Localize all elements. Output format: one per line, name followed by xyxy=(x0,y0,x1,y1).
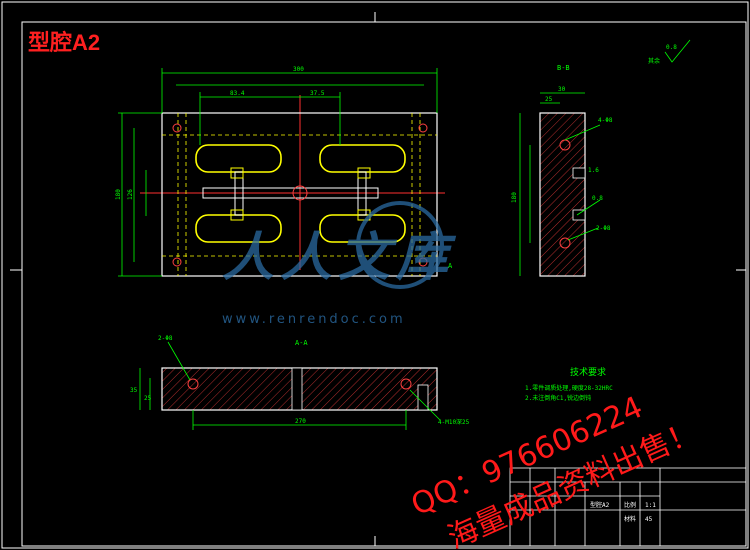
watermark-logo: 人人文库 xyxy=(222,201,457,289)
title-block xyxy=(509,467,747,547)
watermark-site: www.renrendoc.com xyxy=(222,312,406,327)
roughness-2: 0.8 xyxy=(592,195,603,202)
dim-overall-width: 300 xyxy=(293,66,304,73)
dim-side-height: 180 xyxy=(511,192,518,203)
tech-req-line-2: 2.未注倒角C1,锐边倒钝 xyxy=(525,394,591,402)
title-block-text: 型腔A2 比例 1:1 材料 45 xyxy=(590,501,656,523)
plan-view: 300 83.4 37.5 180 126 A xyxy=(115,66,453,277)
note-bore-2: 4-M10深25 xyxy=(438,418,470,426)
dim-bottom-inner: 25 xyxy=(144,395,152,402)
svg-text:材料: 材料 xyxy=(624,515,636,523)
side-view: B-B 30 25 180 4-Φ8 1.6 0.8 2-Φ8 xyxy=(511,64,613,277)
note-runner: 2-Φ8 xyxy=(596,225,611,232)
dim-cavity-span: 83.4 xyxy=(230,90,245,97)
dim-height-main: 180 xyxy=(115,189,122,200)
svg-text:比例: 比例 xyxy=(624,501,636,509)
watermark-logo-text: 人人文库 xyxy=(222,228,457,288)
dim-half-pitch: 37.5 xyxy=(310,90,325,97)
inner-frame xyxy=(21,21,747,547)
tech-req-line-1: 1.零件调质处理,硬度28-32HRC xyxy=(525,384,613,392)
tech-req-heading: 技术要求 xyxy=(570,366,606,378)
technical-requirements: 技术要求 1.零件调质处理,硬度28-32HRC 2.未注倒角C1,锐边倒钝 xyxy=(525,366,613,402)
note-bore-bottom: 2-Φ8 xyxy=(158,335,173,342)
dim-depth-side: 30 xyxy=(558,86,566,93)
holes xyxy=(172,123,428,267)
note-bore: 4-Φ8 xyxy=(598,117,613,124)
frame-ticks xyxy=(10,12,746,546)
svg-text:其余: 其余 xyxy=(648,57,660,65)
dim-height-inner: 126 xyxy=(127,189,134,200)
svg-text:45: 45 xyxy=(645,516,653,523)
bottom-section-view: A-A 270 35 25 4-M10深25 2-Φ8 xyxy=(130,335,470,430)
side-section-label: B-B xyxy=(557,64,570,72)
plate-outline xyxy=(161,112,438,277)
section-mark-a: A xyxy=(448,262,453,270)
dim-bottom-length: 270 xyxy=(295,418,306,425)
runners xyxy=(202,167,379,221)
sprue-circle xyxy=(292,185,308,201)
svg-text:1:1: 1:1 xyxy=(645,502,656,509)
surface-roughness-mark: 0.8 其余 xyxy=(648,39,691,65)
svg-text:型腔A2: 型腔A2 xyxy=(590,501,610,509)
svg-text:0.8: 0.8 xyxy=(666,44,677,51)
bottom-section-label: A-A xyxy=(295,339,308,347)
dim-depth-small: 25 xyxy=(545,96,553,103)
roughness-1: 1.6 xyxy=(588,167,599,174)
drawing-title: 型腔A2 xyxy=(28,30,100,55)
side-plate xyxy=(539,112,586,277)
dim-bottom-height: 35 xyxy=(130,387,138,394)
